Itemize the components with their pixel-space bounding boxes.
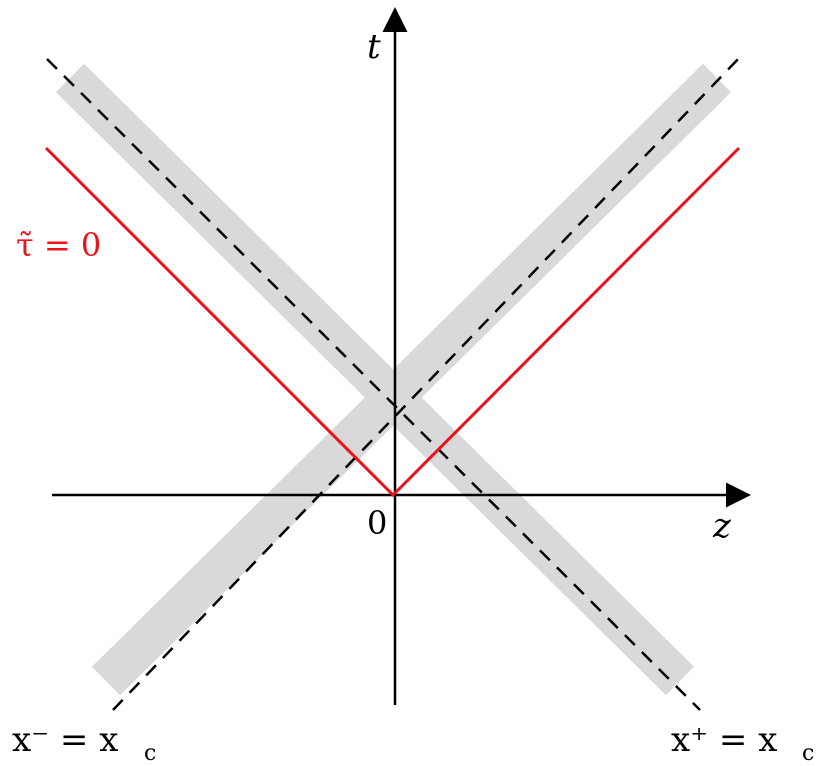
x-minus-label: x⁻ = x [12, 720, 118, 760]
x-minus-label-group: x⁻ = x c [12, 720, 156, 766]
x-plus-label: x⁺ = x [671, 720, 777, 760]
dashed-line-plus [46, 58, 701, 711]
z-axis-label: z [712, 506, 732, 546]
dashed-line-minus [112, 54, 743, 711]
band-minus [91, 63, 732, 696]
tau-zero-curve [44, 146, 741, 498]
x-minus-subscript: c [144, 741, 156, 766]
t-axis-label: t [367, 27, 381, 67]
x-plus-subscript: c [802, 741, 814, 766]
band-plus [55, 63, 695, 696]
x-plus-label-group: x⁺ = x c [671, 720, 814, 766]
origin-label: 0 [367, 504, 387, 542]
tau-zero-label: τ̃ = 0 [16, 226, 101, 264]
